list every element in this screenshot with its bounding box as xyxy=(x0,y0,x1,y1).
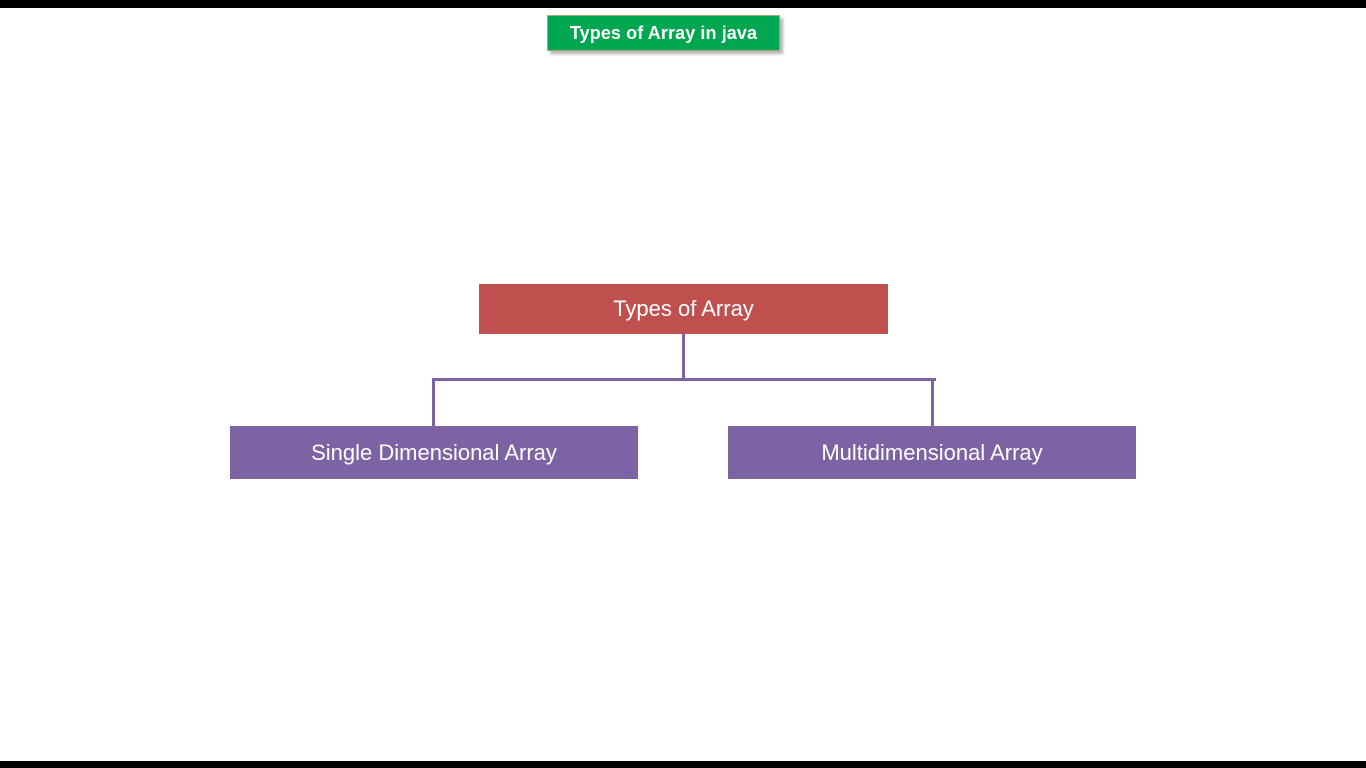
letterbox-bar-top xyxy=(0,0,1366,8)
slide-title-chip: Types of Array in java xyxy=(547,15,780,51)
connector-drop-right-child xyxy=(931,378,934,426)
tree-node-root: Types of Array xyxy=(479,284,888,334)
tree-node-child-single-dimensional: Single Dimensional Array xyxy=(230,426,638,479)
tree-node-child-label: Single Dimensional Array xyxy=(311,439,557,465)
letterbox-bar-bottom xyxy=(0,761,1366,768)
connector-root-stem xyxy=(682,334,685,381)
connector-horizontal-bus xyxy=(432,378,936,381)
tree-node-child-label: Multidimensional Array xyxy=(821,439,1043,465)
slide-title-label: Types of Array in java xyxy=(569,22,758,43)
tree-node-root-label: Types of Array xyxy=(613,296,754,321)
connector-drop-left-child xyxy=(432,378,435,426)
tree-node-child-multidimensional: Multidimensional Array xyxy=(728,426,1136,479)
